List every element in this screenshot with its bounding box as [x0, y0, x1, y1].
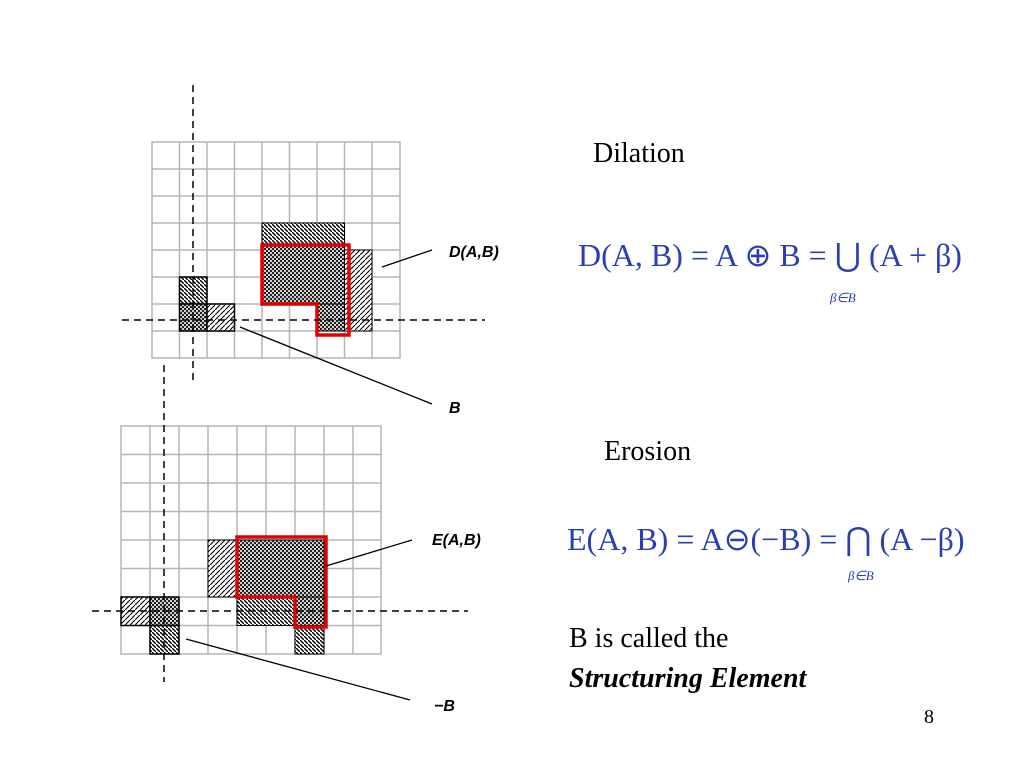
- erosion-title: Erosion: [604, 436, 692, 467]
- erosion-axes: [92, 365, 468, 682]
- dilation-subscript: β∈B: [830, 290, 856, 305]
- dilation-formula: D(A, B) = A ⊕ B = ⋃ (A + β): [578, 236, 962, 274]
- dilation-result-label: D(A,B): [449, 244, 499, 261]
- erosion-result-leader: [325, 539, 413, 567]
- dilation-se-label: B: [449, 400, 461, 417]
- dilation-formula-text: D(A, B) = A ⊕ B = ⋃ (A + β): [578, 237, 962, 273]
- dilation-original-outline: [260, 243, 351, 337]
- dilation-se-leader: [239, 326, 433, 405]
- erosion-se-leader: [185, 638, 411, 701]
- structuring-element-note-line2: Structuring Element: [569, 663, 807, 694]
- dilation-result-leader: [381, 249, 433, 268]
- erosion-formula-text: E(A, B) = A⊖(−B) = ⋂ (A −β): [567, 521, 965, 557]
- structuring-element-note-line1: B is called the: [569, 623, 729, 654]
- erosion-original-outline: [235, 535, 328, 629]
- erosion-subscript: β∈B: [848, 568, 874, 583]
- erosion-formula: E(A, B) = A⊖(−B) = ⋂ (A −β): [567, 520, 965, 558]
- page-number: 8: [924, 706, 934, 728]
- dilation-axes: [122, 85, 485, 385]
- erosion-result-label: E(A,B): [432, 532, 481, 549]
- dilation-title: Dilation: [593, 138, 685, 169]
- erosion-se-label: −B: [434, 698, 455, 715]
